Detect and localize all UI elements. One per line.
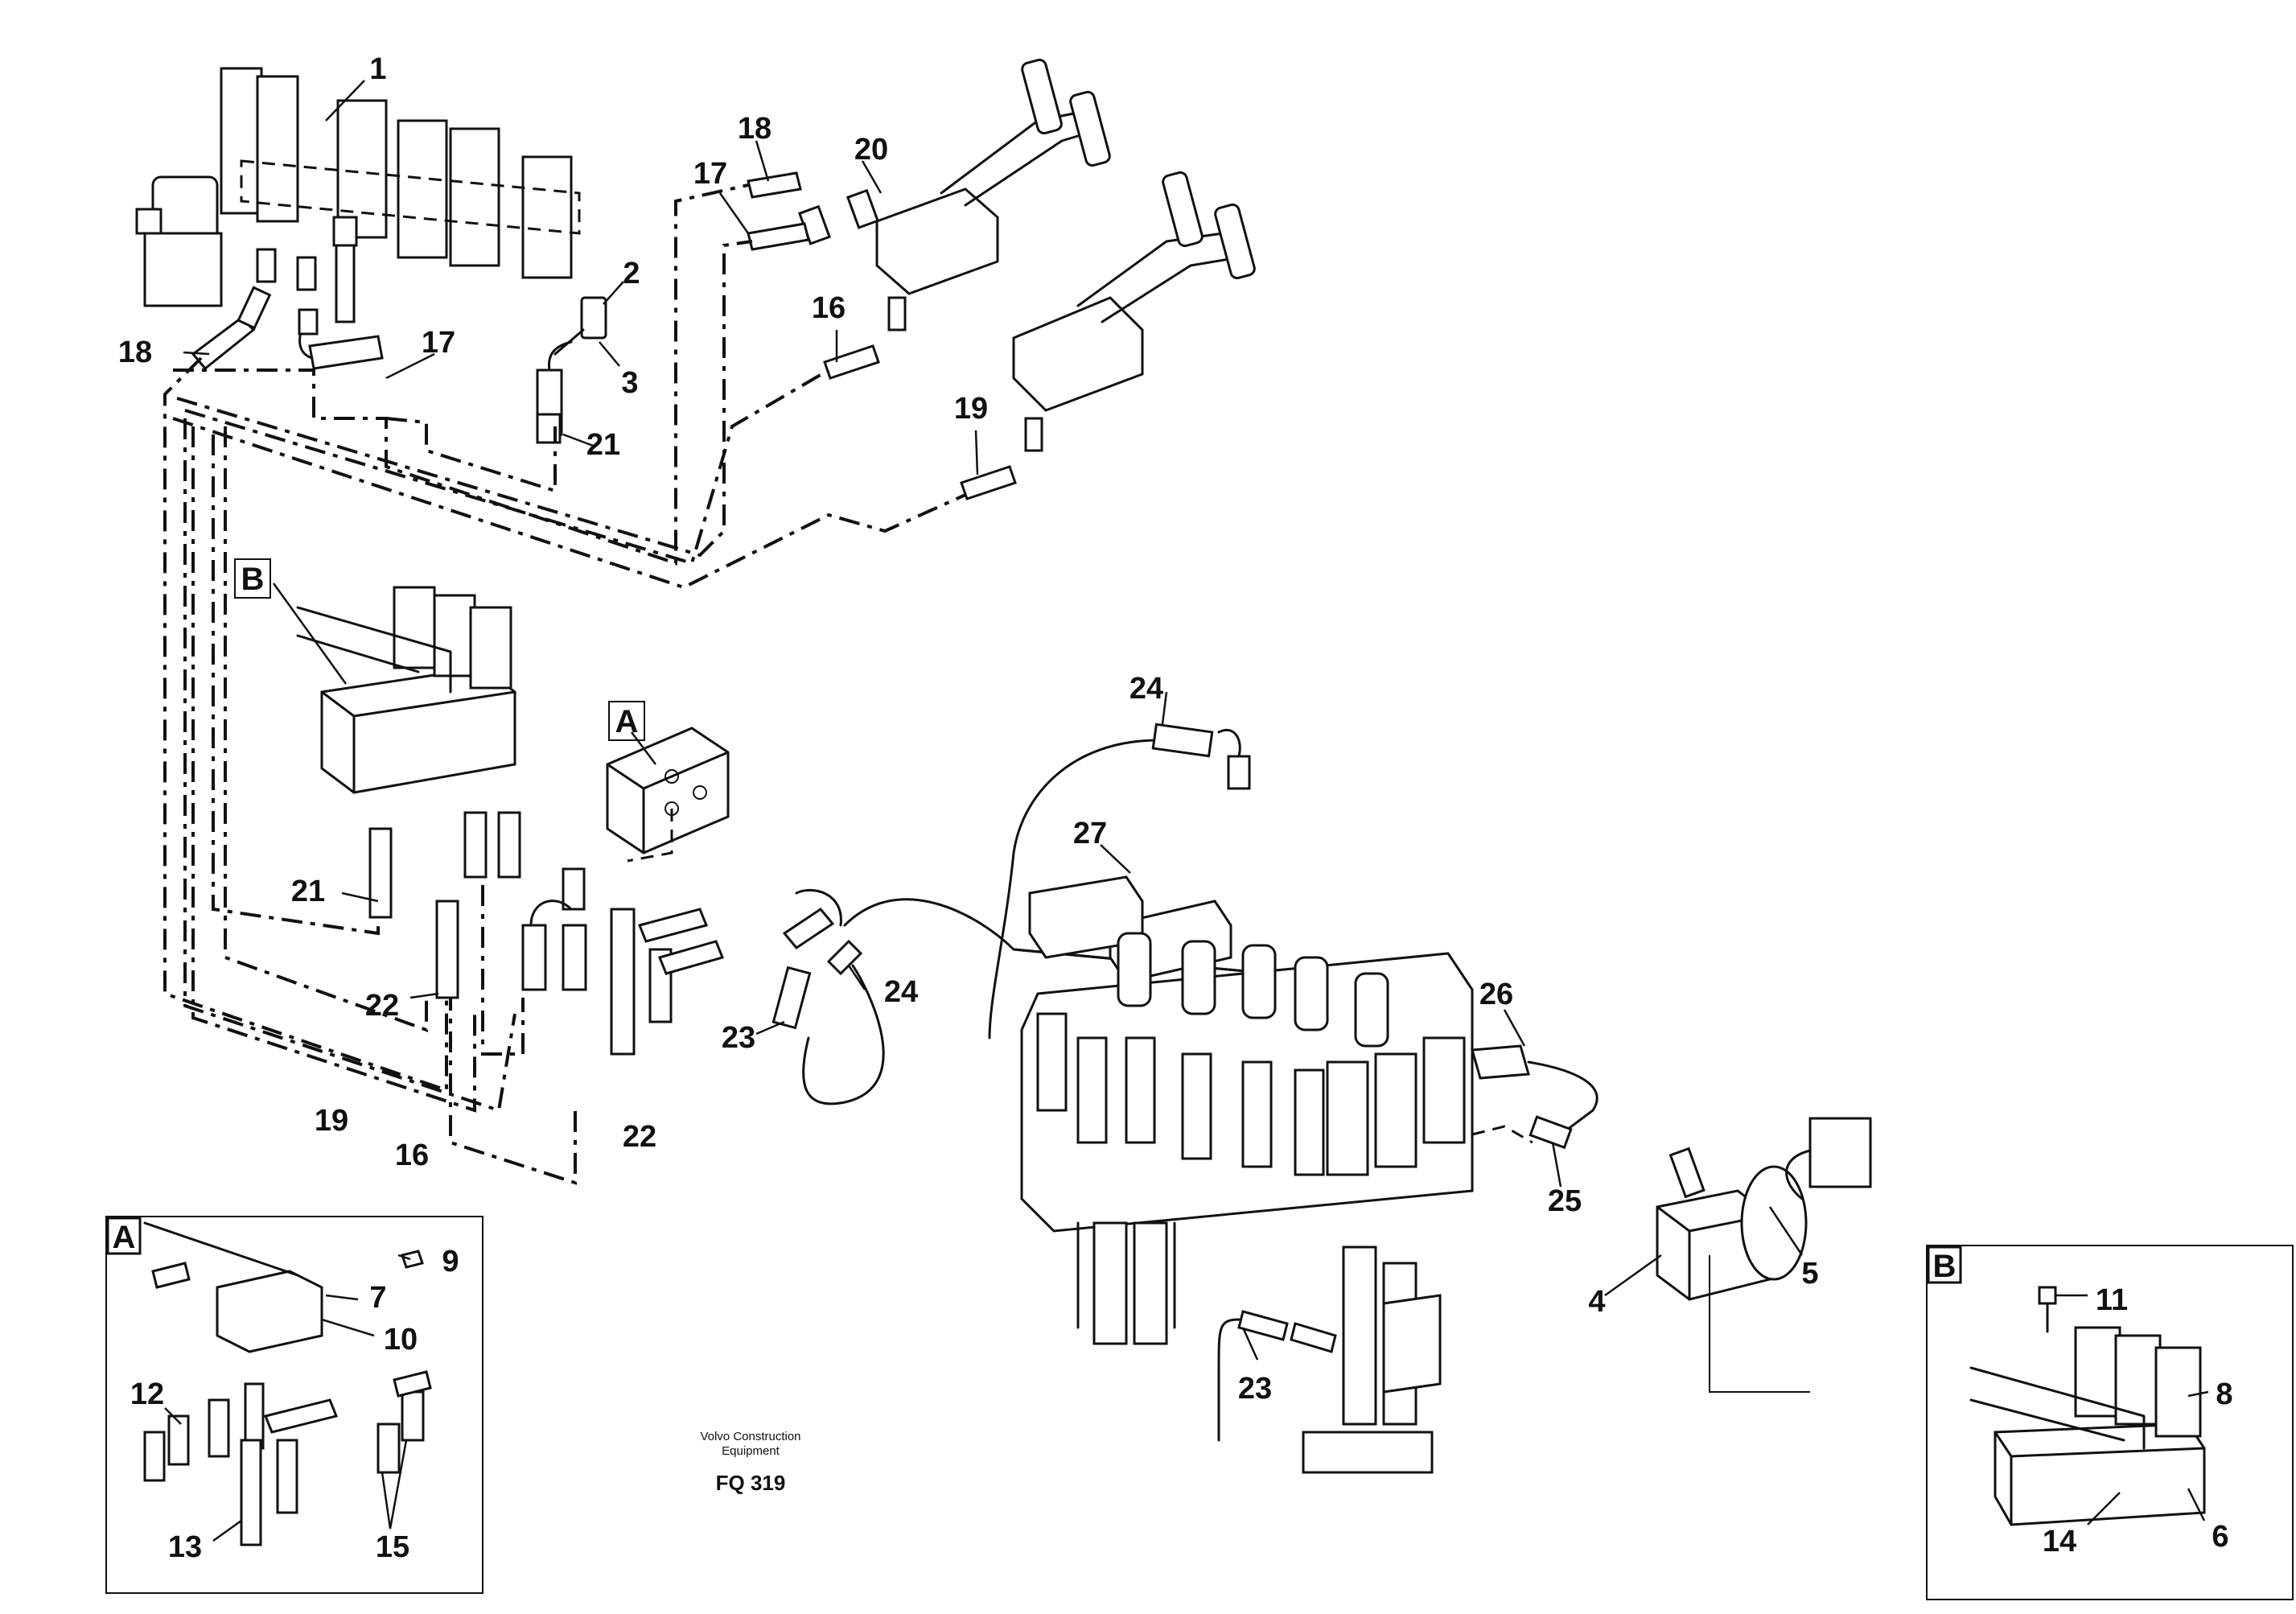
inset-a-panel xyxy=(105,1216,483,1594)
callout-11: 11 xyxy=(2096,1283,2128,1317)
main-control-valve xyxy=(1020,875,1474,1474)
accumulator-block xyxy=(1656,1117,1872,1393)
pipe-runs xyxy=(163,183,966,1185)
brand-line-1: Volvo Construction xyxy=(700,1430,800,1443)
callout-17-right: 17 xyxy=(693,157,727,191)
callout-21-top: 21 xyxy=(586,428,620,462)
callout-22-right: 22 xyxy=(623,1120,656,1154)
callout-15: 15 xyxy=(376,1530,409,1564)
hose-17-left xyxy=(298,308,384,370)
callout-10: 10 xyxy=(384,1323,418,1357)
callout-6: 6 xyxy=(2212,1520,2228,1554)
hose-26-25 xyxy=(1471,1044,1599,1150)
callout-2: 2 xyxy=(623,257,640,290)
callout-27: 27 xyxy=(1073,817,1107,850)
callout-25: 25 xyxy=(1548,1184,1582,1218)
callout-19-bottom: 19 xyxy=(315,1104,348,1138)
callout-4: 4 xyxy=(1588,1285,1605,1319)
svg-text:B: B xyxy=(241,562,265,597)
callout-18-left: 18 xyxy=(118,336,152,369)
hose-23-lower xyxy=(1217,1310,1337,1442)
pilot-control-joystick-upper xyxy=(797,58,1111,331)
pilot-control-joystick-lower xyxy=(1012,171,1256,452)
callout-13: 13 xyxy=(168,1530,202,1564)
callout-7: 7 xyxy=(369,1281,386,1315)
callout-23-mid: 23 xyxy=(722,1021,755,1055)
callout-17-left: 17 xyxy=(422,326,455,360)
hose-24-upper xyxy=(988,723,1251,1040)
callout-16-bottom: 16 xyxy=(395,1138,429,1172)
tee-fitting-2-3 xyxy=(536,296,607,444)
callout-20: 20 xyxy=(854,133,888,167)
inset-b-panel xyxy=(1926,1245,2294,1600)
view-label-a: A xyxy=(608,701,645,741)
callout-24-top: 24 xyxy=(1129,672,1163,706)
view-a-block xyxy=(606,727,730,863)
callout-14: 14 xyxy=(2043,1525,2076,1558)
callout-23-bottom: 23 xyxy=(1238,1372,1272,1406)
callout-19-top: 19 xyxy=(954,392,988,426)
figure-code: FQ 319 xyxy=(716,1471,786,1495)
svg-text:A: A xyxy=(615,704,639,739)
inset-a-label: A xyxy=(113,1220,136,1255)
callout-12: 12 xyxy=(130,1377,164,1411)
view-b-block xyxy=(296,586,521,999)
callout-8: 8 xyxy=(2216,1377,2232,1411)
callout-26: 26 xyxy=(1479,978,1513,1011)
callout-18-right: 18 xyxy=(738,112,772,146)
inset-b-label: B xyxy=(1933,1249,1957,1284)
callout-3: 3 xyxy=(621,366,638,400)
callout-9: 9 xyxy=(442,1245,459,1278)
brand-line-2: Equipment xyxy=(722,1444,780,1458)
view-a-fittings xyxy=(521,867,725,1056)
callout-22-left: 22 xyxy=(365,989,399,1023)
callout-16-top: 16 xyxy=(812,291,846,325)
leader-lines xyxy=(164,80,2209,1542)
callout-1: 1 xyxy=(369,52,386,86)
callout-24-mid: 24 xyxy=(884,975,918,1009)
svg-text:A: A xyxy=(113,1220,136,1255)
callout-21-mid: 21 xyxy=(291,875,325,908)
view-label-b: B xyxy=(234,558,271,599)
hose-18-left xyxy=(191,286,272,371)
servo-valve-bank xyxy=(135,67,581,323)
hoses-23-24-center xyxy=(772,888,1273,1106)
upper-hoses-right xyxy=(747,171,1017,500)
callout-5: 5 xyxy=(1801,1257,1818,1291)
svg-text:B: B xyxy=(1933,1249,1957,1284)
